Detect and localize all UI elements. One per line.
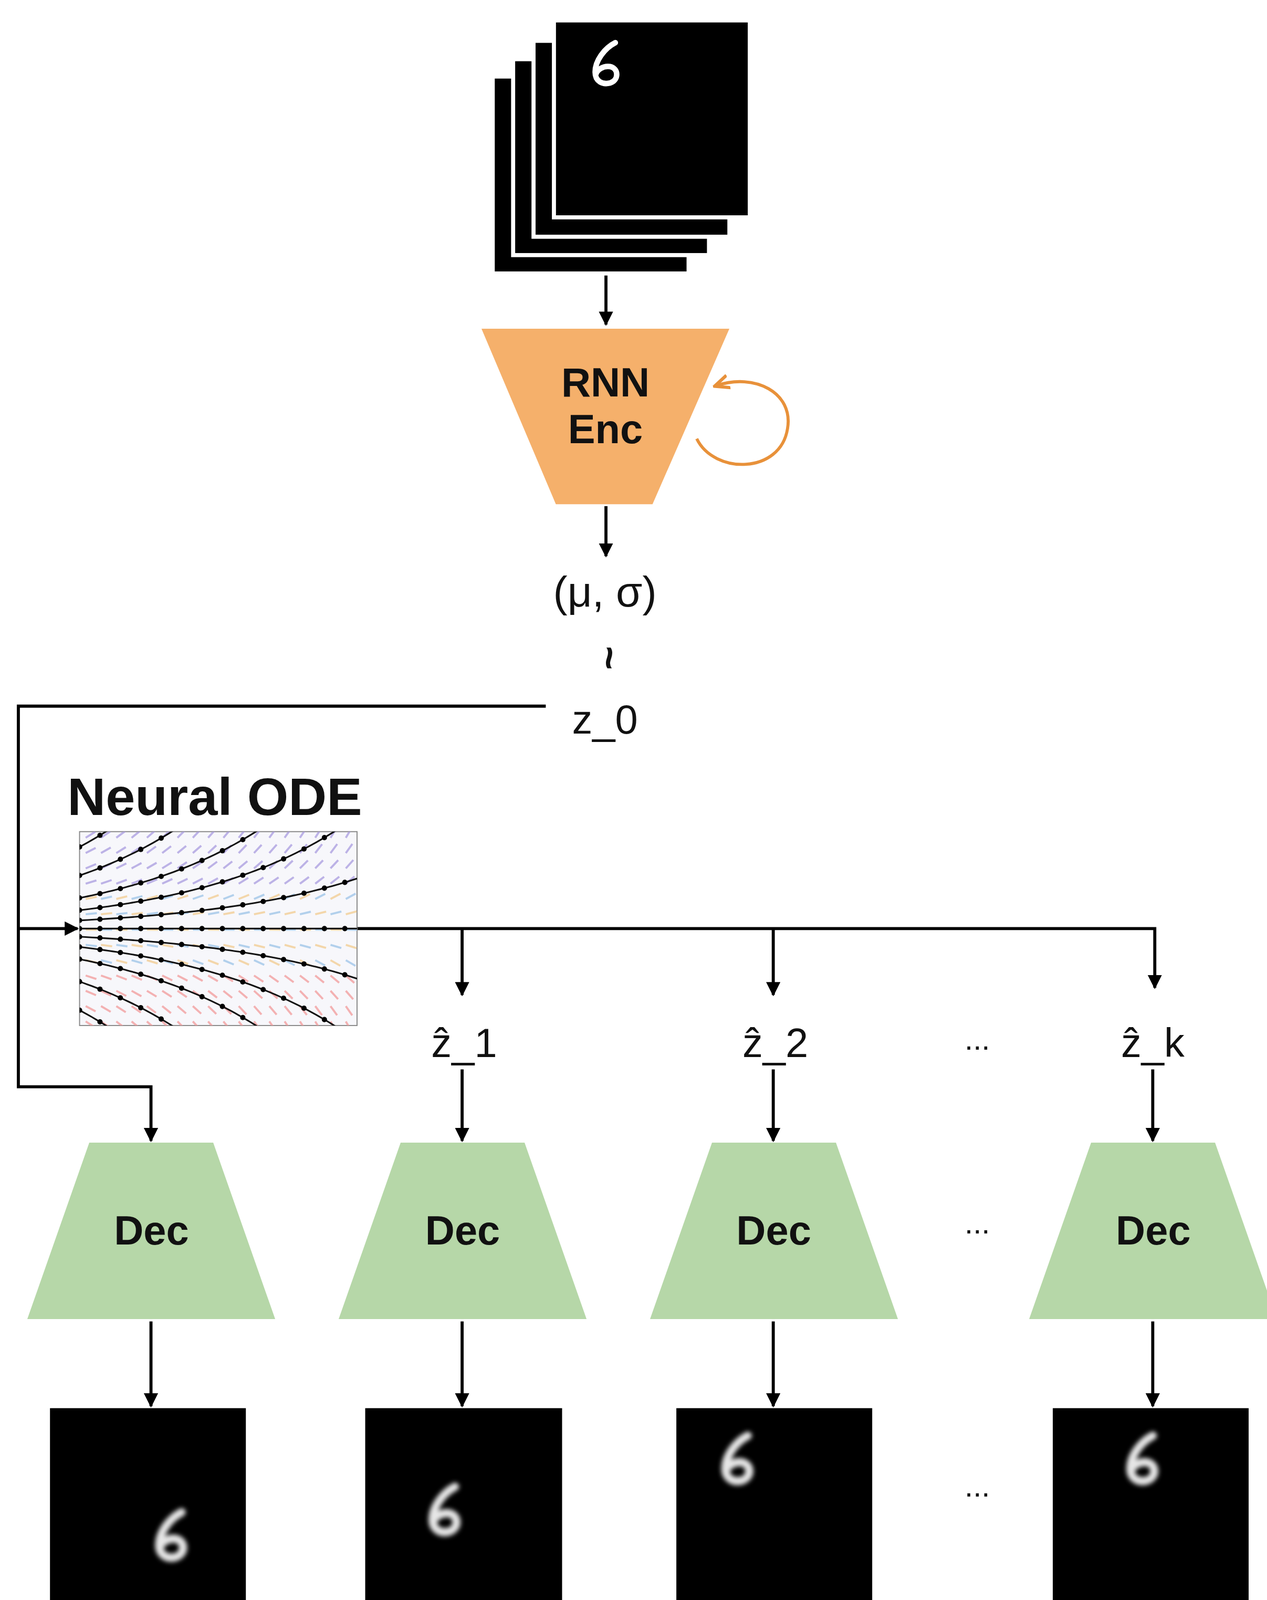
latent-label: z_0 — [571, 695, 638, 743]
output-frames — [49, 1408, 1249, 1600]
latent-label: ẑ_k — [1121, 1019, 1185, 1066]
decoder-trapezoid: Dec — [1029, 1142, 1267, 1319]
panel-heading: Neural ODE — [67, 766, 362, 827]
ellipsis: ... — [964, 1467, 991, 1503]
latent-label: ẑ_1 — [431, 1019, 497, 1066]
decoder-trapezoid: Dec — [27, 1142, 276, 1319]
encoder-trapezoid: RNN Enc — [481, 328, 730, 505]
decoder-label: Dec — [662, 1207, 886, 1254]
decoder-trapezoid: Dec — [650, 1142, 898, 1319]
wires — [18, 275, 1155, 1407]
ode-panel: Neural ODE — [79, 831, 358, 1025]
ellipsis: ... — [964, 1204, 991, 1240]
sample-symbol: ~ — [585, 645, 633, 670]
recurrence-loop — [696, 381, 789, 465]
decoder-trapezoid: Dec — [338, 1142, 587, 1319]
decoder-label: Dec — [39, 1207, 264, 1254]
ellipsis: ... — [964, 1020, 991, 1056]
encoder-label: RNN Enc — [528, 359, 683, 454]
input-frames — [492, 20, 750, 274]
decoder-label: Dec — [351, 1207, 575, 1254]
latent-label: ẑ_2 — [742, 1019, 809, 1066]
distribution-params: (μ, σ) — [553, 567, 657, 617]
decoder-label: Dec — [1041, 1207, 1265, 1254]
